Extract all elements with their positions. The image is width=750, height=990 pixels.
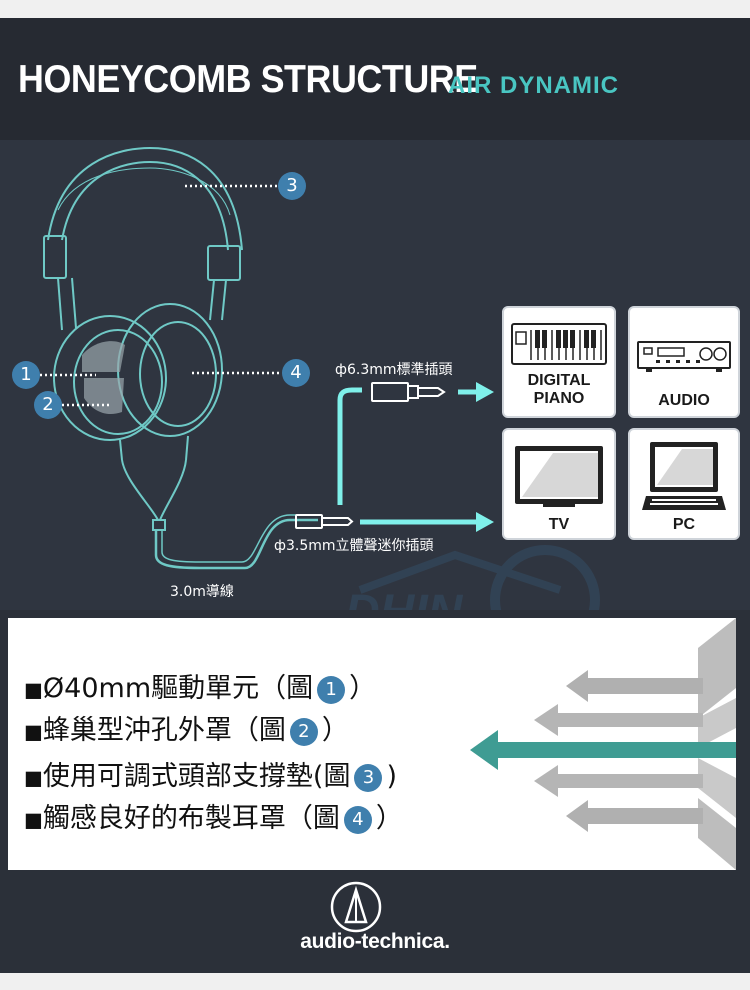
- feature-badge-3: 3: [354, 763, 383, 792]
- audio-technica-logo-icon: [330, 881, 382, 933]
- feature-close-4: ）: [375, 803, 403, 834]
- feature-text-2: 蜂巢型沖孔外罩（圖: [42, 715, 286, 746]
- device-label-digital: DIGITAL: [527, 372, 591, 389]
- badge-2: 2: [34, 391, 62, 419]
- bullet-square-icon: ■: [24, 719, 43, 744]
- badge-1: 1: [12, 361, 40, 389]
- watermark-text: DHIN: [345, 586, 464, 610]
- laptop-icon: [642, 442, 726, 510]
- feature-badge-4: 4: [343, 805, 372, 834]
- page-title: HONEYCOMB STRUCTURE: [18, 58, 478, 101]
- device-label-pc: PC: [672, 516, 696, 533]
- plug-3-5mm-label: ф3.5mm立體聲迷你插頭: [274, 538, 434, 554]
- feature-close-1: ）: [349, 673, 377, 704]
- bullet-square-icon: ■: [24, 807, 43, 832]
- device-digital-piano: DIGITAL PIANO: [502, 306, 616, 418]
- device-label-piano: PIANO: [533, 390, 585, 407]
- device-label-audio: AUDIO: [658, 392, 710, 409]
- device-label-tv: TV: [548, 516, 570, 533]
- badge-3: 3: [278, 172, 306, 200]
- header-band: [0, 18, 750, 140]
- feature-close-3: ): [386, 761, 397, 792]
- feature-text-1: Ø40mm驅動單元（圖: [42, 673, 314, 704]
- tv-icon: [515, 446, 603, 507]
- feature-text-3: 使用可調式頭部支撐墊(圖: [42, 761, 351, 792]
- plug-6-3mm-label: ф6.3mm標準插頭: [335, 362, 453, 378]
- bullet-square-icon: ■: [24, 677, 43, 702]
- device-audio: AUDIO: [628, 306, 740, 418]
- device-pc: PC: [628, 428, 740, 540]
- feature-badge-2: 2: [289, 717, 318, 746]
- badge-4: 4: [282, 359, 310, 387]
- feature-text-4: 觸感良好的布製耳罩（圖: [42, 803, 340, 834]
- feature-close-2: ）: [321, 715, 349, 746]
- bullet-square-icon: ■: [24, 765, 43, 790]
- piano-keyboard-icon: [511, 323, 607, 365]
- device-tv: TV: [502, 428, 616, 540]
- page-subtitle: AIR DYNAMIC: [448, 72, 619, 99]
- amplifier-icon: [637, 341, 731, 372]
- watermark-logo: DHIN: [345, 545, 600, 610]
- headphone-illustration: DHIN: [40, 146, 600, 610]
- connection-diagram: [0, 140, 750, 610]
- brand-name: audio-technica.: [300, 930, 450, 953]
- feature-badge-1: 1: [317, 675, 346, 704]
- cable-length-label: 3.0m導線: [170, 584, 234, 600]
- airflow-arrows-graphic: [470, 618, 736, 870]
